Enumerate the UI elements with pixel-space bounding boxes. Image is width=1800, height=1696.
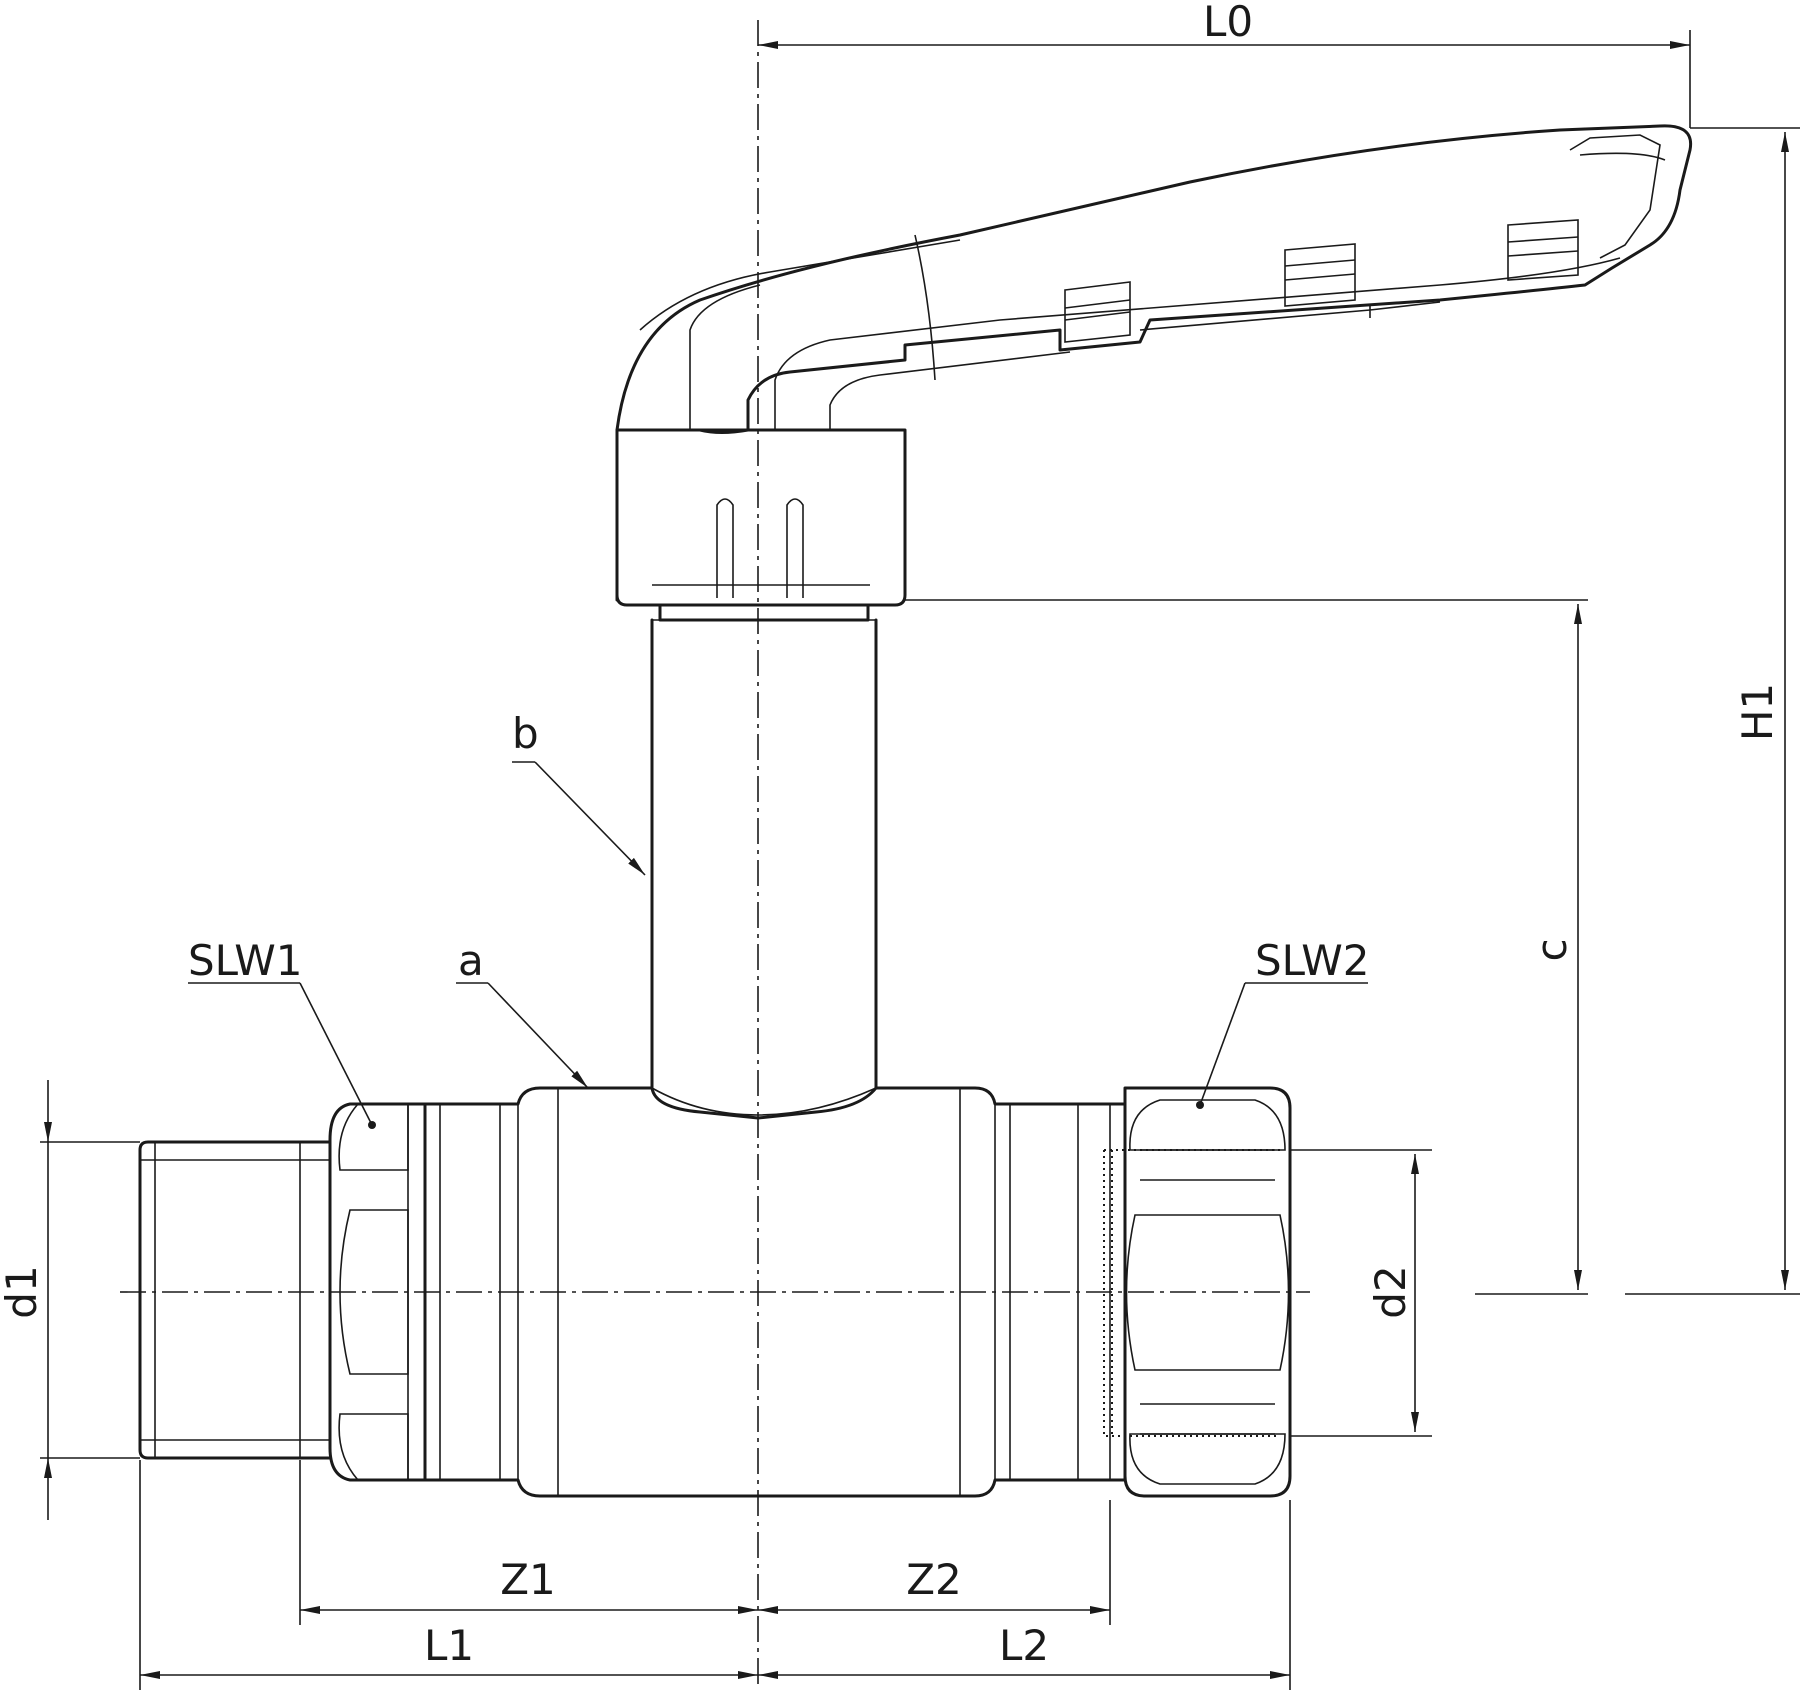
lever-rib-2-line bbox=[1284, 259, 1356, 281]
callout-slw1-label: SLW1 bbox=[188, 936, 302, 985]
center-lines bbox=[120, 20, 1310, 1690]
left-threaded-end bbox=[138, 1140, 332, 1460]
hub-slot-left bbox=[716, 498, 734, 598]
left-hex-outline bbox=[328, 1102, 427, 1482]
callout-a-label: a bbox=[458, 936, 484, 985]
left-hex-flat-2 bbox=[338, 1413, 409, 1481]
d2-label: d2 bbox=[1366, 1265, 1415, 1318]
lever-rib-2 bbox=[1284, 243, 1356, 307]
stem-tube bbox=[650, 618, 878, 1090]
lever-inner-contour-5 bbox=[914, 234, 936, 381]
stem-extension bbox=[650, 603, 878, 1090]
lever-rib-3 bbox=[1507, 219, 1579, 281]
z1-label: Z1 bbox=[500, 1555, 556, 1604]
l1-label: L1 bbox=[424, 1621, 474, 1670]
right-union-nut bbox=[1103, 1086, 1292, 1498]
hub-slot-right bbox=[786, 498, 804, 598]
l2-label: L2 bbox=[999, 1621, 1049, 1670]
callout-a-leader bbox=[487, 982, 589, 1089]
lever-inner-contour-2 bbox=[689, 284, 761, 430]
right-nut-outline bbox=[1123, 1086, 1292, 1498]
lever-tip-detail-2 bbox=[1579, 152, 1666, 161]
left-thread-outline bbox=[138, 1140, 332, 1460]
callout-slw2-leader bbox=[1199, 982, 1246, 1106]
callout-slw1-dot bbox=[368, 1121, 376, 1129]
lever-outline bbox=[615, 124, 1693, 602]
lever-inner-contour-3 bbox=[774, 257, 1621, 430]
stem-body-curve bbox=[651, 1087, 877, 1116]
right-nut-flat-mid bbox=[1125, 1214, 1290, 1371]
c-label: c bbox=[1527, 938, 1576, 961]
lever-rib-3-line bbox=[1507, 236, 1579, 257]
right-nut-hidden-thread bbox=[1103, 1149, 1280, 1437]
lever-tip-detail bbox=[1569, 134, 1661, 259]
callout-b-label: b bbox=[512, 709, 539, 758]
callout-slw2-label: SLW2 bbox=[1255, 936, 1369, 985]
z2-label: Z2 bbox=[906, 1555, 962, 1604]
stem-neck bbox=[658, 603, 870, 622]
lever-hub bbox=[615, 428, 907, 607]
right-nut-flat-top bbox=[1129, 1099, 1286, 1151]
callouts: b a SLW1 SLW2 bbox=[188, 709, 1369, 1129]
callout-b-leader bbox=[534, 761, 646, 876]
d1-label: d1 bbox=[0, 1265, 46, 1318]
lever-rib-1 bbox=[1064, 281, 1131, 343]
valve-body bbox=[423, 1086, 1127, 1498]
left-hex-flat-1 bbox=[338, 1103, 409, 1171]
left-hex-nut bbox=[328, 1102, 427, 1482]
lever-inner-contour-4 bbox=[829, 351, 1071, 430]
l0-label: L0 bbox=[1203, 0, 1253, 46]
lever-underside-line bbox=[1139, 301, 1441, 331]
callout-slw1-leader bbox=[299, 982, 373, 1126]
callout-slw2-dot bbox=[1196, 1101, 1204, 1109]
lever-rib-1-line bbox=[1064, 299, 1131, 321]
h1-label: H1 bbox=[1733, 683, 1782, 741]
left-hex-flat-3 bbox=[339, 1209, 409, 1375]
lever-inner-contour-1 bbox=[639, 239, 961, 331]
lever-handle bbox=[615, 124, 1693, 607]
right-nut-flat-bottom bbox=[1129, 1433, 1286, 1485]
